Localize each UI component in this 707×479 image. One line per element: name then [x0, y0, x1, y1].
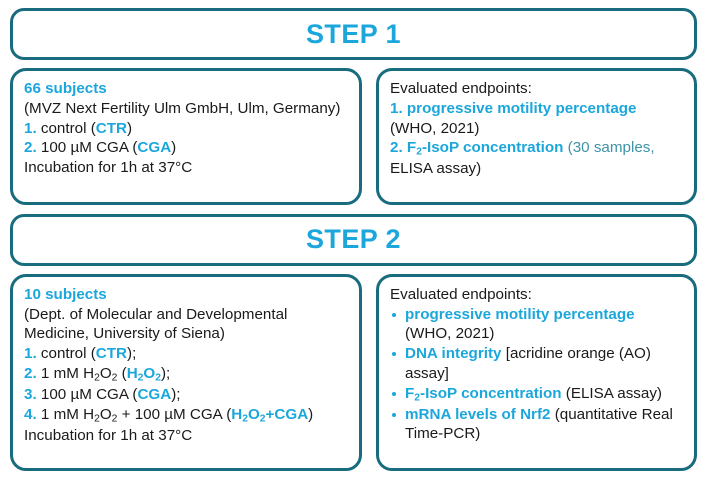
- step-2-group-2: 2. 1 mM H2O2 (H2O2);: [24, 364, 349, 385]
- step-1-panel-row: 66 subjects (MVZ Next Fertility Ulm GmbH…: [10, 68, 697, 205]
- step-1-endpoint-2: 2. F2-IsoP concentration (30 samples,: [390, 138, 684, 159]
- spacer: [10, 205, 697, 214]
- step-1-subjects-heading: 66 subjects: [24, 80, 107, 97]
- step-2-incubation-note: Incubation for 1h at 37°C: [24, 426, 193, 444]
- step-2-endpoint-1-detail: (WHO, 2021): [405, 325, 495, 343]
- step-1-banner: STEP 1: [10, 8, 697, 60]
- list-item: F2-IsoP concentration (ELISA assay): [390, 384, 684, 405]
- step-1-group-1: 1. control (CTR): [24, 119, 349, 139]
- step-2-subjects-source-line-2: Medicine, University of Siena): [24, 325, 225, 343]
- step-2-endpoint-3-name: F2-IsoP concentration: [405, 384, 562, 404]
- spacer: [10, 266, 697, 274]
- step-2-group-1: 1. control (CTR);: [24, 344, 349, 364]
- step-2-group-4-tail: ): [308, 405, 314, 423]
- step-2-endpoint-3-detail: (ELISA assay): [565, 384, 662, 402]
- step-2-endpoint-4-detail: (quantitative Real Time-PCR): [405, 405, 673, 443]
- step-2-group-4-paren: (: [226, 405, 232, 423]
- list-item: progressive motility percentage (WHO, 202…: [390, 305, 684, 345]
- step-1-endpoint-2-detail: ELISA assay): [390, 160, 482, 178]
- step-1-incubation-note: Incubation for 1h at 37°C: [24, 159, 193, 176]
- step-2-subjects-panel: 10 subjects (Dept. of Molecular and Deve…: [10, 273, 362, 472]
- step-2-endpoint-4-name: mRNA levels of Nrf2: [405, 405, 551, 423]
- step-2-group-2-label: 1 mM H2O2: [40, 364, 118, 384]
- step-1-endpoint-2-number: 2.: [390, 139, 403, 157]
- step-1-subjects-panel: 66 subjects (MVZ Next Fertility Ulm GmbH…: [10, 68, 362, 205]
- step-2-title: STEP 2: [306, 224, 401, 255]
- spacer: [10, 60, 697, 68]
- step-1-group-1-number: 1.: [24, 119, 37, 137]
- step-1-endpoint-1-name: progressive motility percentage: [406, 99, 637, 117]
- step-2-group-1-paren: (: [90, 345, 96, 362]
- step-2-banner: STEP 2: [10, 213, 697, 266]
- step-2-subjects-heading: 10 subjects: [24, 285, 107, 303]
- list-item: mRNA levels of Nrf2 (quantitative Real T…: [390, 405, 684, 445]
- step-2-endpoint-1-name: progressive motility percentage: [405, 305, 635, 323]
- step-1-group-2-tail: ): [171, 139, 177, 157]
- step-2-endpoints-list: progressive motility percentage (WHO, 202…: [390, 305, 684, 445]
- step-1-endpoint-1-detail: (WHO, 2021): [390, 119, 480, 137]
- step-1-endpoints-panel: Evaluated endpoints: 1. progressive moti…: [376, 68, 697, 205]
- step-1-title: STEP 1: [306, 18, 401, 49]
- step-1-group-2: 2. 100 µM CGA (CGA): [24, 138, 349, 158]
- step-1-group-2-text: 100 µM CGA (: [36, 139, 138, 157]
- step-2-group-1-label: control: [40, 345, 87, 362]
- step-1-endpoint-1-number: 1.: [390, 99, 403, 117]
- step-2-subjects-source-line-1: (Dept. of Molecular and Developmental: [24, 305, 288, 323]
- step-2-group-2-code: H2O2: [126, 364, 161, 384]
- step-2-group-4-label: 1 mM H2O2 + 100 µM CGA: [40, 405, 222, 425]
- step-2-group-1-number: 1.: [24, 345, 37, 362]
- list-item: DNA integrity [acridine orange (AO) assa…: [390, 344, 684, 384]
- step-2-group-4: 4. 1 mM H2O2 + 100 µM CGA (H2O2+CGA): [24, 405, 349, 426]
- step-2-endpoints-heading: Evaluated endpoints:: [390, 285, 532, 303]
- step-2-group-2-paren: (: [121, 364, 127, 382]
- step-2-panel-row: 10 subjects (Dept. of Molecular and Deve…: [10, 273, 697, 472]
- step-2-group-1-tail: );: [127, 345, 137, 362]
- step-1-group-1-tail: ): [126, 119, 133, 137]
- step-2-group-3-number: 3.: [24, 385, 37, 403]
- step-2-group-2-tail: );: [160, 364, 171, 382]
- step-2-group-3-code: CGA: [137, 385, 172, 403]
- step-2-group-3-label: 100 µM CGA: [40, 385, 129, 403]
- step-2-group-4-code: H2O2+CGA: [231, 405, 309, 425]
- step-1-endpoint-1: 1. progressive motility percentage: [390, 99, 684, 119]
- step-1-group-1-code: CTR: [95, 119, 127, 137]
- step-1-endpoints-heading: Evaluated endpoints:: [390, 80, 532, 97]
- step-2-group-3-paren: (: [132, 385, 138, 403]
- step-2-group-3: 3. 100 µM CGA (CGA);: [24, 385, 349, 405]
- step-1-group-2-code: CGA: [137, 139, 172, 157]
- step-1-subjects-source: (MVZ Next Fertility Ulm GmbH, Ulm, Germa…: [24, 99, 341, 117]
- step-2-group-1-code: CTR: [95, 345, 128, 362]
- step-2-group-3-tail: );: [171, 385, 181, 403]
- step-2-endpoint-2-detail: [acridine orange (AO) assay]: [405, 345, 651, 382]
- step-1-group-1-text: control (: [36, 119, 96, 137]
- step-1-group-2-number: 2.: [24, 139, 37, 157]
- step-1-endpoint-2-name: F2-IsoP concentration: [406, 139, 564, 158]
- step-2-endpoints-panel: Evaluated endpoints: progressive motilit…: [376, 273, 697, 472]
- step-2-group-2-number: 2.: [24, 364, 37, 382]
- step-2-group-4-number: 4.: [24, 405, 37, 423]
- step-2-endpoint-2-name: DNA integrity: [405, 345, 502, 362]
- step-1-endpoint-2-detail-muted: (30 samples,: [567, 139, 655, 157]
